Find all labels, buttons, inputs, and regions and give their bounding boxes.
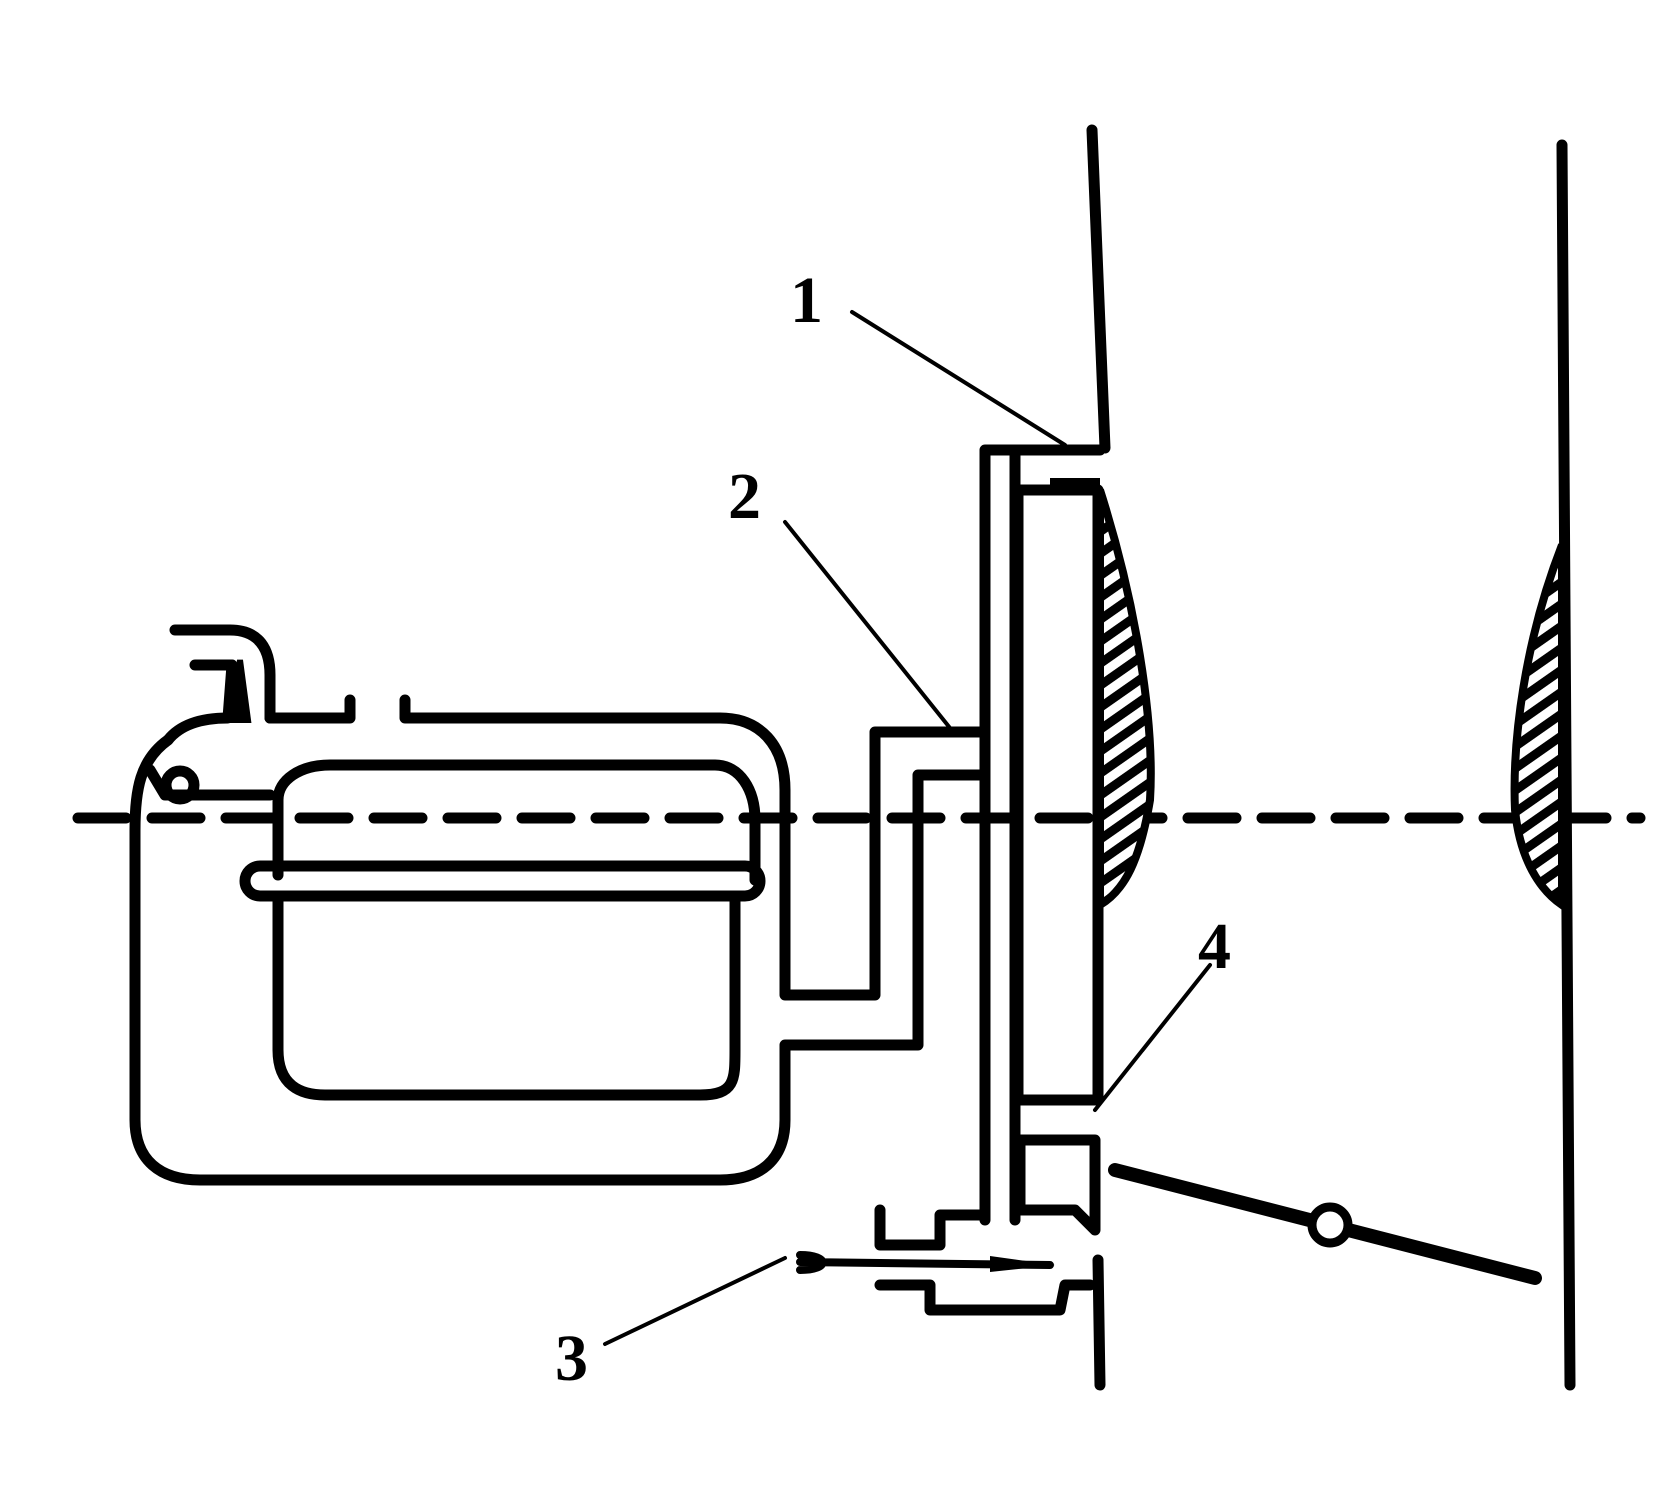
callout-label-4: 4 (1198, 910, 1231, 983)
valve-body (144, 764, 276, 801)
outer-housing-top-right (264, 694, 356, 724)
outer-housing-roof (399, 694, 991, 1001)
leader-line-2 (783, 520, 952, 730)
leader-line-4 (1093, 963, 1212, 1112)
callout-label-2: 2 (728, 460, 761, 533)
filler-spike (228, 659, 252, 723)
outer-housing (129, 734, 991, 1186)
lever-pivot (1307, 1202, 1353, 1248)
inner-tank (272, 759, 761, 1101)
drain-arrow (990, 1256, 1055, 1272)
tank-flange (239, 860, 766, 902)
callout-label-1: 1 (790, 264, 823, 337)
leader-line-3 (603, 1256, 787, 1346)
fan-blade-left (1096, 488, 1155, 913)
radiator-core (1012, 484, 1104, 1106)
bottom-fitting (874, 1204, 991, 1251)
bottom-fitting-lower (874, 1279, 1096, 1316)
lower-block (1014, 1134, 1101, 1236)
leader-line-1 (850, 310, 1067, 447)
outer-housing-top (162, 659, 238, 746)
callout-label-3: 3 (555, 1322, 588, 1395)
fan-blade-right (1510, 543, 1566, 913)
right-wall-1 (1086, 124, 1111, 1391)
chimney-pipe (169, 624, 276, 724)
